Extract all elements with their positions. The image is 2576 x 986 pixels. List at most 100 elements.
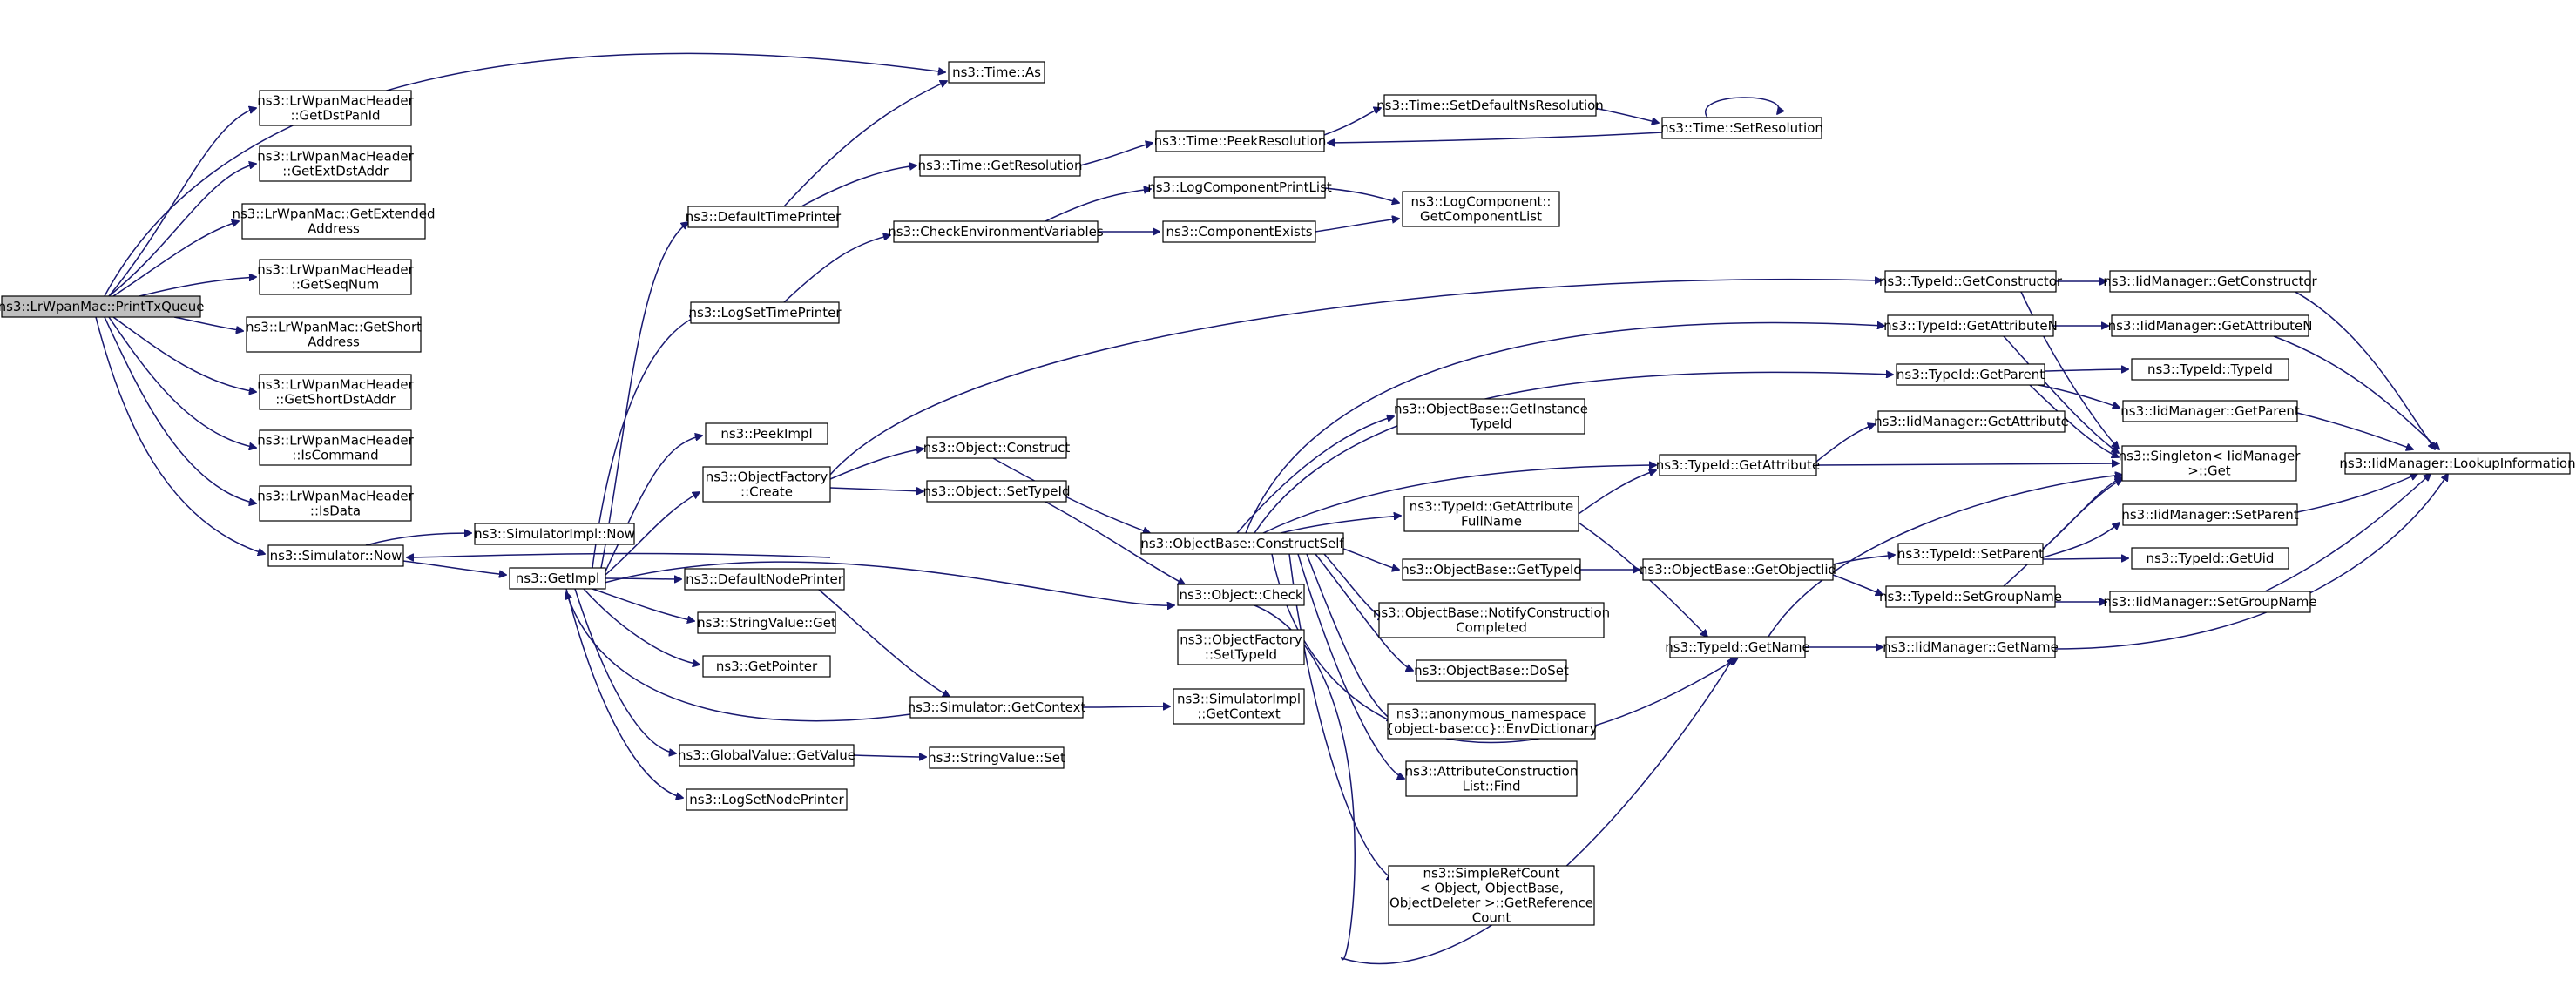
node-iidgetconstructor[interactable]: ns3::IidManager::GetConstructor [2103, 270, 2318, 293]
node-getimpl[interactable]: ns3::GetImpl [509, 567, 606, 590]
node-timeas[interactable]: ns3::Time::As [948, 61, 1045, 84]
node-getdstpanid[interactable]: ns3::LrWpanMacHeader::GetDstPanId [257, 90, 415, 126]
node-iidgetattrn[interactable]: ns3::IidManager::GetAttributeN [2108, 314, 2313, 337]
node-box [909, 696, 1084, 719]
node-singleton[interactable]: ns3::Singleton< IidManager >::Get [2119, 445, 2302, 482]
node-box [1405, 760, 1578, 797]
node-iscommand[interactable]: ns3::LrWpanMacHeader::IsCommand [257, 429, 415, 466]
node-objfactsettype[interactable]: ns3::ObjectFactory::SetTypeId [1177, 629, 1305, 665]
node-defnodeprinter[interactable]: ns3::DefaultNodePrinter [684, 568, 845, 591]
edge-iidsetparent-to-lookupinfo [2296, 474, 2417, 513]
node-getpointer[interactable]: ns3::GetPointer [702, 655, 831, 678]
edge-getimpl-to-strvalget [592, 588, 694, 621]
node-label: ns3::IidManager::LookupInformation [2339, 456, 2575, 471]
node-logsettime[interactable]: ns3::LogSetTimePrinter [688, 301, 842, 324]
node-getextdst[interactable]: ns3::LrWpanMacHeader::GetExtDstAddr [257, 145, 415, 182]
node-iidsetparent[interactable]: ns3::IidManager::SetParent [2121, 503, 2299, 526]
edge-constructself-to-tgetattribute [1262, 465, 1656, 534]
node-tgetattribute[interactable]: ns3::TypeId::GetAttribute [1656, 454, 1820, 476]
node-getcomplist[interactable]: ns3::LogComponent::GetComponentList [1402, 191, 1560, 227]
node-obgettypeid[interactable]: ns3::ObjectBase::GetTypeId [1401, 558, 1582, 581]
node-strvalget[interactable]: ns3::StringValue::Get [697, 611, 836, 634]
edge-objfactcreate-to-tgetconstructor [829, 280, 1882, 476]
node-compexists[interactable]: ns3::ComponentExists [1162, 220, 1316, 243]
node-checkenv[interactable]: ns3::CheckEnvironmentVariables [888, 220, 1104, 243]
node-strvalset[interactable]: ns3::StringValue::Set [928, 746, 1065, 769]
node-simnow[interactable]: ns3::Simulator::Now [267, 544, 404, 567]
edge-tsetgroupname-to-singleton [2003, 479, 2122, 587]
node-label: ns3::IidManager::GetParent [2120, 403, 2300, 419]
node-printtx[interactable]: ns3::LrWpanMac::PrintTxQueue [0, 295, 204, 318]
node-getresolution[interactable]: ns3::Time::GetResolution [918, 154, 1083, 177]
node-label: ns3::TypeId::TypeId [2147, 361, 2273, 377]
node-envdict[interactable]: ns3::anonymous_namespace{object-base:cc}… [1386, 703, 1598, 740]
node-simgetcontext[interactable]: ns3::Simulator::GetContext [908, 696, 1086, 719]
node-logcompprint[interactable]: ns3::LogComponentPrintList [1147, 176, 1332, 199]
node-box [246, 316, 422, 353]
node-label: ns3::IidManager::GetName [1883, 639, 2059, 655]
node-box [1387, 703, 1596, 740]
node-simplerefcount[interactable]: ns3::SimpleRefCount< Object, ObjectBase,… [1388, 865, 1595, 926]
node-objfactcreate[interactable]: ns3::ObjectFactory::Create [702, 466, 831, 503]
node-doset[interactable]: ns3::ObjectBase::DoSet [1414, 659, 1569, 682]
edge-obgetobjectiid-to-tsetgroupname [1832, 574, 1883, 595]
node-label: ns3::IidManager::GetConstructor [2103, 274, 2317, 289]
node-simimplgetctx[interactable]: ns3::SimulatorImpl::GetContext [1173, 688, 1305, 725]
node-lookupinfo[interactable]: ns3::IidManager::LookupInformation [2339, 452, 2576, 475]
node-box [2121, 445, 2297, 482]
node-setres[interactable]: ns3::Time::SetResolution [1660, 117, 1823, 139]
edge-deftimeprinter-to-timeas [783, 81, 947, 207]
node-tgetattrn[interactable]: ns3::TypeId::GetAttributeN [1883, 314, 2058, 337]
node-setdefns[interactable]: ns3::Time::SetDefaultNsResolution [1376, 94, 1604, 117]
node-label: ns3::TypeId::GetConstructor [1879, 274, 2063, 289]
node-iidgetparent[interactable]: ns3::IidManager::GetParent [2120, 400, 2300, 422]
node-label: ns3::ObjectBase::GetObjectIid [1640, 562, 1836, 577]
node-iidsetgroupname[interactable]: ns3::IidManager::SetGroupName [2103, 591, 2317, 613]
node-box [1887, 314, 2054, 337]
node-label: ns3::AttributeConstruction [1405, 764, 1579, 780]
node-notifyconstr[interactable]: ns3::ObjectBase::NotifyConstructionCompl… [1373, 602, 1610, 638]
edge-setres-to-setres [1705, 97, 1780, 118]
node-obgetobjectiid[interactable]: ns3::ObjectBase::GetObjectIid [1640, 558, 1836, 581]
node-objcheck[interactable]: ns3::Object::Check [1177, 584, 1305, 606]
node-constructself[interactable]: ns3::ObjectBase::ConstructSelf [1140, 532, 1344, 555]
node-label: ns3::anonymous_namespace [1396, 706, 1586, 723]
node-peekres[interactable]: ns3::Time::PeekResolution [1154, 130, 1327, 152]
node-deftimeprinter[interactable]: ns3::DefaultTimePrinter [686, 206, 842, 228]
node-label: ns3::ObjectBase::ConstructSelf [1140, 536, 1344, 551]
node-tgetuid[interactable]: ns3::TypeId::GetUid [2131, 547, 2289, 570]
node-ttypeid[interactable]: ns3::TypeId::TypeId [2131, 358, 2289, 381]
node-iidgetattribute[interactable]: ns3::IidManager::GetAttribute [1874, 410, 2069, 433]
edge-printtx-to-iscommand [108, 316, 256, 448]
node-getseqnum[interactable]: ns3::LrWpanMacHeader::GetSeqNum [257, 259, 415, 295]
node-simimplnow[interactable]: ns3::SimulatorImpl::Now [474, 523, 635, 545]
node-isdata[interactable]: ns3::LrWpanMacHeader::IsData [257, 485, 415, 522]
node-box [1383, 94, 1597, 117]
node-label: ns3::GlobalValue::GetValue [678, 747, 855, 763]
node-box [1659, 454, 1817, 476]
node-box [684, 568, 845, 591]
edge-constructself-to-envdict [1306, 553, 1394, 721]
node-getshortdst[interactable]: ns3::LrWpanMacHeader::GetShortDstAddr [257, 374, 415, 410]
edge-getattrfull-to-tgetattribute [1578, 470, 1656, 515]
node-label: ns3::IidManager::SetGroupName [2103, 594, 2316, 610]
node-tgetname[interactable]: ns3::TypeId::GetName [1665, 636, 1810, 658]
node-tsetgroupname[interactable]: ns3::TypeId::SetGroupName [1879, 585, 2062, 608]
node-tgetparent[interactable]: ns3::TypeId::GetParent [1896, 363, 2045, 386]
edge-constructself-to-simplerefcount [1288, 553, 1394, 880]
node-label: ::IsData [310, 503, 361, 519]
node-globalvalget[interactable]: ns3::GlobalValue::GetValue [678, 744, 855, 767]
node-tgetconstructor[interactable]: ns3::TypeId::GetConstructor [1879, 270, 2063, 293]
edge-getimpl-to-logsetnode [565, 588, 683, 798]
node-tsetparent[interactable]: ns3::TypeId::SetParent [1897, 543, 2044, 565]
node-objsettypeid[interactable]: ns3::Object::SetTypeId [923, 480, 1071, 503]
node-peekimpl[interactable]: ns3::PeekImpl [705, 422, 828, 445]
node-iidgetname[interactable]: ns3::IidManager::GetName [1883, 636, 2059, 658]
node-objconstruct[interactable]: ns3::Object::Construct [923, 436, 1071, 459]
node-logsetnode[interactable]: ns3::LogSetNodePrinter [686, 788, 848, 811]
